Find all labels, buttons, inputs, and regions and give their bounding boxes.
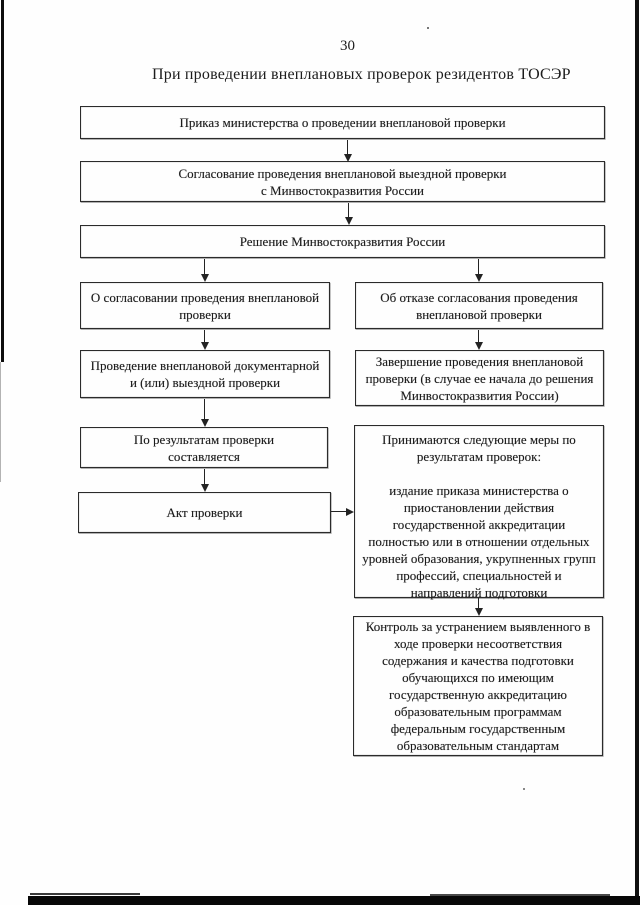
scan-edge-bottom-fragment — [430, 894, 610, 896]
arrow-down-refused-to-completion-icon — [478, 330, 480, 343]
flow-node-refused: Об отказе согласования проведения внепла… — [355, 282, 603, 329]
arrow-down-approval-to-decision-icon — [348, 203, 350, 218]
flow-node-ministry-order: Приказ министерства о проведении внеплан… — [80, 106, 605, 139]
flow-node-approval-request: Согласование проведения внеплановой выез… — [80, 161, 605, 202]
arrow-down-conduct-to-results-icon — [204, 399, 206, 420]
scan-edge-bottom — [28, 896, 640, 905]
scan-edge-bottom-fragment — [30, 893, 140, 895]
scan-edge-right — [635, 0, 639, 905]
scan-edge-left-faint — [0, 362, 1, 482]
scan-speck — [427, 27, 429, 29]
arrow-down-measures-to-control-icon — [478, 598, 480, 609]
arrow-down-decision-to-refused-icon — [478, 259, 480, 275]
flow-node-results: По результатам проверки составляется — [80, 427, 328, 468]
flow-node-control: Контроль за устранением выявленного в хо… — [353, 616, 603, 756]
flow-node-approved: О согласовании проведения внеплановой пр… — [80, 282, 330, 329]
arrow-down-decision-to-approved-icon — [204, 259, 206, 275]
arrow-down-results-to-act-icon — [204, 469, 206, 485]
page-number: 30 — [340, 38, 355, 54]
arrow-right-act-to-measures-icon — [331, 511, 347, 513]
flow-node-measures: Принимаются следующие меры по результата… — [354, 425, 604, 600]
flow-node-conduct: Проведение внеплановой документарной и (… — [80, 350, 330, 398]
flow-node-act: Акт проверки — [78, 492, 331, 533]
arrow-down-approved-to-conduct-icon — [204, 330, 206, 343]
flow-node-completion: Завершение проведения внеплановой провер… — [355, 350, 604, 406]
flow-node-decision: Решение Минвостокразвития России — [80, 225, 605, 258]
scan-edge-left — [1, 0, 4, 362]
page-title: При проведении внеплановых проверок рези… — [152, 66, 571, 83]
scan-speck — [523, 788, 525, 790]
arrow-down-order-to-approval-icon — [347, 140, 349, 155]
